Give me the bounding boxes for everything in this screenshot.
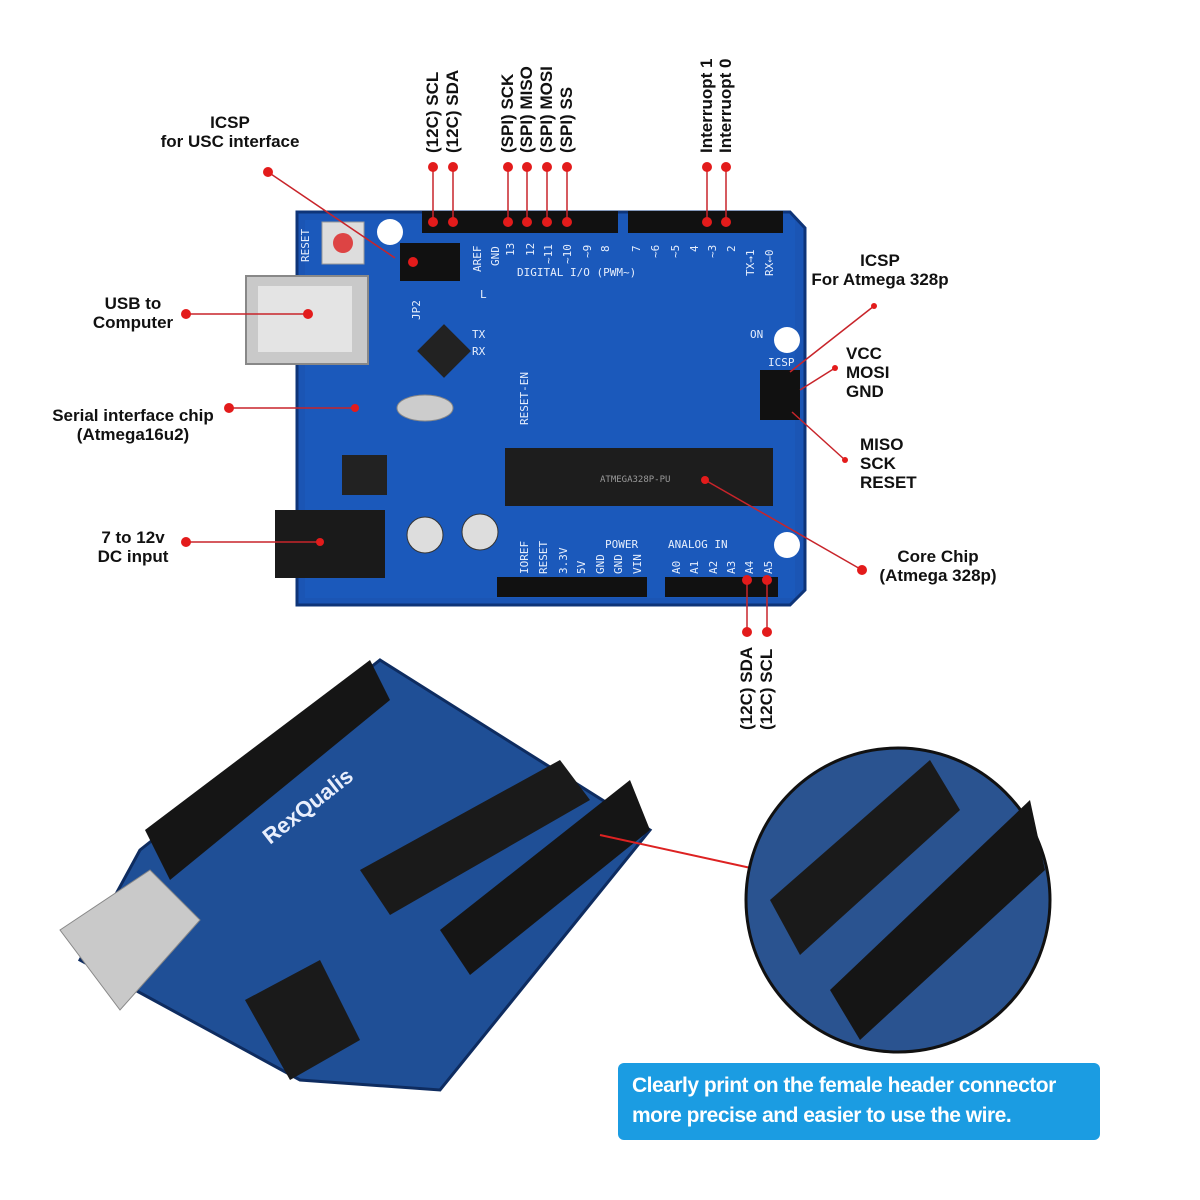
digital-header-1: [422, 211, 618, 233]
pin-11: ~11: [542, 244, 555, 264]
zoom-detail-circle: [599, 746, 1052, 1054]
label-line: GND: [846, 382, 884, 401]
core-chip-label: Core Chip (Atmega 328p): [868, 547, 1008, 585]
pin-10: ~10: [561, 244, 574, 264]
pin-label-scl: (12C) SCL: [423, 71, 442, 153]
label-line: DC input: [97, 547, 169, 566]
silk-icsp: ICSP: [768, 356, 795, 369]
banner-line-1: Clearly print on the female header conne…: [632, 1074, 1056, 1097]
pin-a5: A5: [762, 561, 775, 574]
pin-tx1: TX→1: [744, 250, 757, 277]
pin-9: ~9: [581, 245, 594, 258]
silk-jp2: JP2: [410, 300, 423, 320]
pin-3: ~3: [706, 245, 719, 258]
icsp-atmega-label: ICSP For Atmega 328p: [800, 251, 960, 289]
pin-a1: A1: [688, 561, 701, 574]
pin-rx0: RX←0: [763, 250, 776, 277]
power-label: POWER: [605, 538, 638, 551]
label-line: ICSP: [210, 113, 250, 132]
pin-gnd-2: GND: [612, 554, 625, 574]
label-line: (Atmega 328p): [879, 566, 997, 585]
label-line: MISO: [860, 435, 904, 454]
pin-6: ~6: [649, 245, 662, 258]
silk-l: L: [480, 288, 487, 301]
pin-vin: VIN: [631, 554, 644, 574]
pin-8: 8: [599, 245, 612, 252]
label-line: Serial interface chip: [52, 406, 214, 425]
pin-a4: A4: [743, 560, 756, 574]
power-header: [497, 577, 647, 597]
pin-gnd: GND: [489, 246, 502, 266]
pin-12: 12: [524, 243, 537, 256]
pin-13: 13: [504, 243, 517, 256]
silk-on: ON: [750, 328, 763, 341]
label-line: Core Chip: [897, 547, 979, 566]
info-banner: Clearly print on the female header conne…: [618, 1063, 1100, 1140]
pin-label-a5-scl: (12C) SCL: [757, 648, 776, 730]
label-line: For Atmega 328p: [811, 270, 949, 289]
label-line: RESET: [860, 473, 917, 492]
atmega328p-chip: [505, 448, 773, 506]
analog-header: [665, 577, 778, 597]
pin-label-mosi: (SPI) MOSI: [537, 66, 556, 153]
pin-reset: RESET: [537, 541, 550, 574]
label-line: 7 to 12v: [101, 528, 165, 547]
pin-label-sck: (SPI) SCK: [498, 73, 517, 153]
silk-reset-en: RESET-EN: [518, 372, 531, 425]
label-line: for USC interface: [160, 132, 300, 151]
digital-io-label: DIGITAL I/O (PWM~): [517, 266, 636, 279]
icsp-pins-top-label: VCC MOSI GND: [846, 344, 889, 401]
pin-aref: AREF: [471, 246, 484, 273]
pin-7: 7: [630, 245, 643, 252]
label-line: SCK: [860, 454, 896, 473]
pin-a3: A3: [725, 561, 738, 574]
pin-label-a4-sda: (12C) SDA: [737, 646, 756, 730]
label-line: VCC: [846, 344, 882, 363]
icsp-usb-label: ICSP for USC interface: [150, 113, 310, 151]
silk-tx: TX: [472, 328, 486, 341]
pin-label-miso: (SPI) MISO: [517, 66, 536, 153]
pin-gnd-1: GND: [594, 554, 607, 574]
icsp-pins-bottom-label: MISO SCK RESET: [860, 435, 917, 492]
label-line: ICSP: [860, 251, 900, 270]
arduino-board-top-view: ATMEGA328P-PU DIGITAL I/O (PWM~) POWER A…: [245, 210, 807, 607]
pin-ioref: IOREF: [518, 541, 531, 574]
pin-5v: 5V: [575, 560, 588, 574]
pin-4: 4: [688, 245, 701, 252]
pin-label-interrupt-0: Interruopt 0: [716, 58, 735, 153]
callout-dots: [181, 162, 877, 637]
label-line: USB to: [104, 294, 162, 313]
pin-label-ss: (SPI) SS: [557, 86, 576, 153]
silk-rx: RX: [472, 345, 486, 358]
serial-chip-label: Serial interface chip (Atmega16u2): [43, 406, 223, 444]
dc-jack: [275, 510, 385, 578]
label-line: Computer: [92, 313, 174, 332]
analog-in-label: ANALOG IN: [668, 538, 728, 551]
pin-a2: A2: [707, 561, 720, 574]
pin-5: ~5: [669, 245, 682, 258]
chip-marking: ATMEGA328P-PU: [600, 475, 670, 485]
silk-reset: RESET: [299, 229, 312, 262]
usb-label: USB to Computer: [73, 294, 193, 332]
arduino-board-perspective-view: RexQualis: [59, 658, 653, 1092]
callout-lines: [186, 167, 875, 632]
pin-2: 2: [725, 245, 738, 252]
pin-3v3: 3.3V: [557, 547, 570, 574]
atmega16u2-chip: [417, 324, 471, 378]
dc-input-label: 7 to 12v DC input: [73, 528, 193, 566]
label-line: (Atmega16u2): [76, 425, 190, 444]
label-line: MOSI: [846, 363, 890, 382]
banner-line-2: more precise and easier to use the wire.: [632, 1104, 1012, 1127]
pin-label-sda: (12C) SDA: [443, 69, 462, 153]
pin-label-interrupt-1: Interruopt 1: [697, 58, 716, 153]
pin-a0: A0: [670, 561, 683, 574]
